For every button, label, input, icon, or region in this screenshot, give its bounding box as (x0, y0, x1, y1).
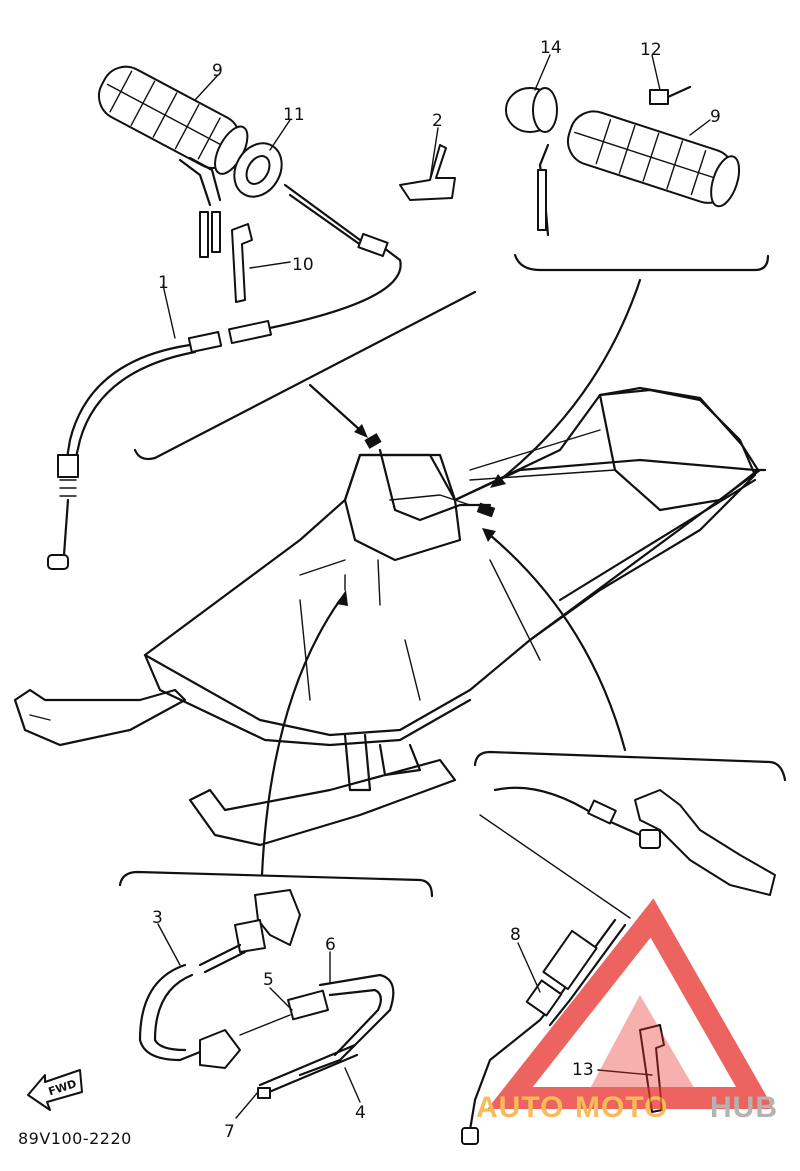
callout-2: 2 (432, 111, 443, 131)
grip-end-cap (505, 87, 558, 133)
clip (399, 144, 456, 201)
callout-labels: 9 11 2 10 1 14 12 9 3 5 6 7 4 8 13 (152, 38, 721, 1142)
diagram-code: 89V100-2220 (18, 1129, 132, 1148)
watermark-auto: AUTO (476, 1091, 564, 1124)
callout-12: 12 (640, 40, 662, 60)
snowmobile-illustration (13, 386, 767, 847)
callout-8: 8 (510, 925, 521, 945)
callout-9-left: 9 (212, 61, 223, 81)
throttle-cable (47, 183, 402, 570)
callout-14: 14 (540, 38, 562, 58)
group-brackets (118, 253, 787, 898)
fwd-direction-arrow: FWD (27, 1069, 83, 1111)
callout-10: 10 (292, 255, 314, 275)
callout-1: 1 (158, 273, 169, 293)
left-grip-assembly (97, 65, 249, 258)
automotohub-watermark: AUTO MOTO HUB (476, 898, 778, 1124)
callout-5: 5 (263, 970, 274, 990)
screw (649, 85, 692, 105)
right-grip-assembly (537, 110, 741, 237)
washer (233, 142, 283, 198)
choke-cable-assembly (138, 889, 395, 1099)
pointer-arrows (260, 278, 642, 877)
callout-13: 13 (572, 1060, 594, 1080)
leader-lines (157, 54, 711, 1119)
watermark-moto: MOTO (575, 1091, 668, 1124)
callout-4: 4 (355, 1103, 366, 1123)
watermark-hub: HUB (710, 1091, 778, 1124)
callout-9-right: 9 (710, 107, 721, 127)
callout-6: 6 (325, 935, 336, 955)
tie-strap (231, 223, 253, 303)
callout-3: 3 (152, 908, 163, 928)
callout-7: 7 (224, 1122, 235, 1142)
callout-11: 11 (283, 105, 305, 125)
